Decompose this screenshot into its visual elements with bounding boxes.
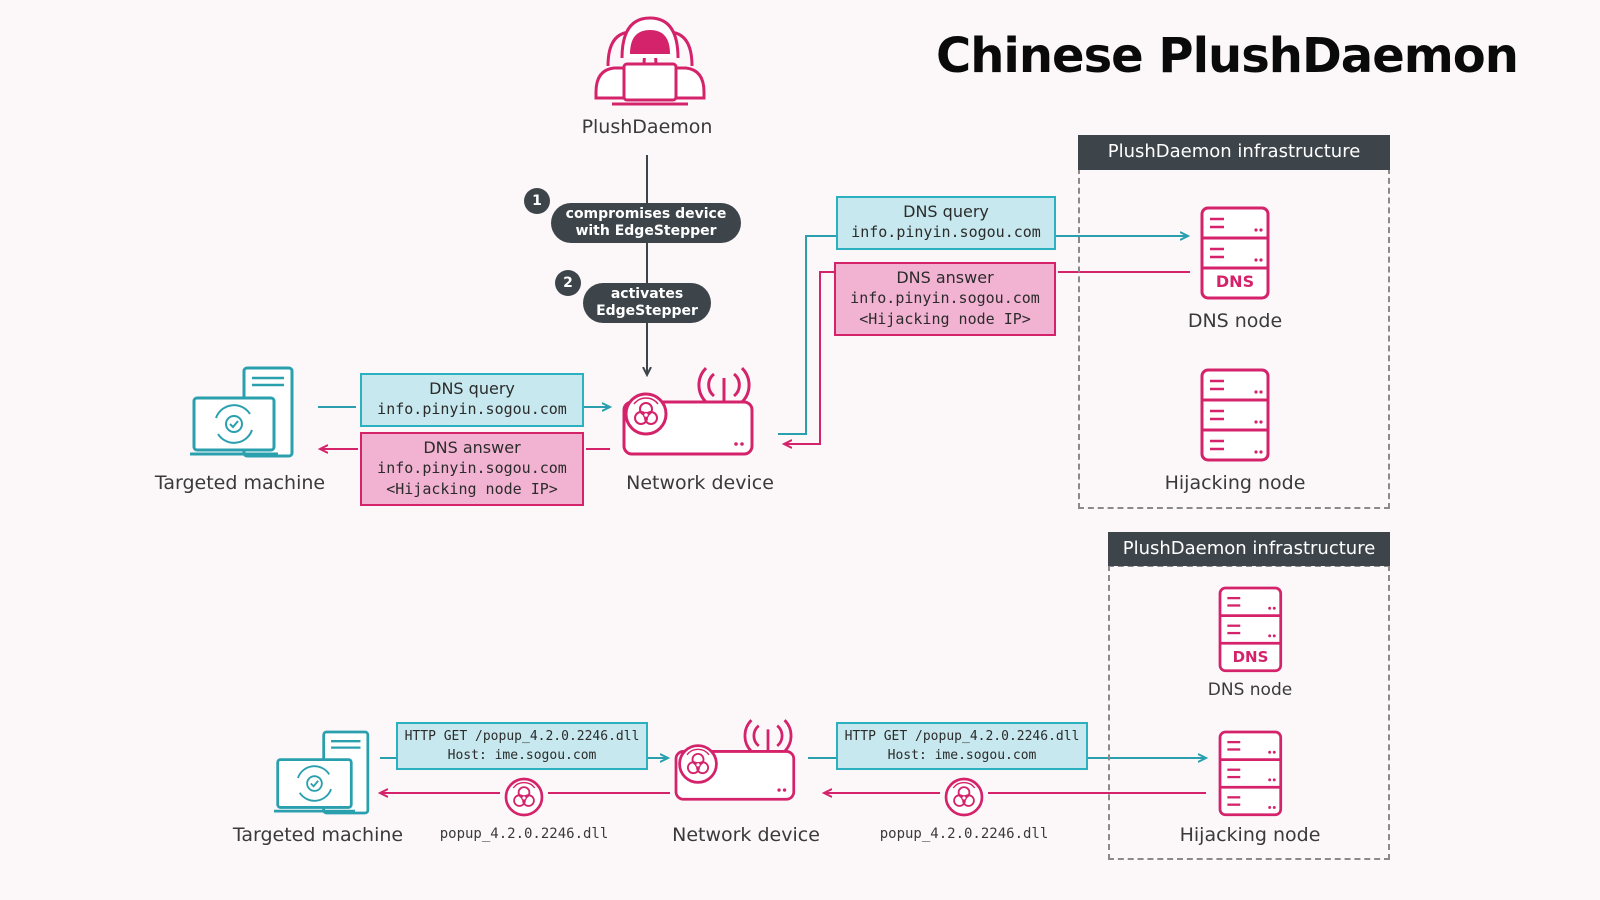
right-dns-answer-ip: <Hijacking node IP> — [859, 310, 1031, 328]
http-request-line: HTTP GET /popup_4.2.0.2246.dll — [404, 729, 640, 744]
http-host-line: Host: ime.sogou.com — [447, 748, 597, 763]
biohazard-icon — [624, 392, 668, 436]
step-2-line2: EdgeStepper — [596, 303, 698, 319]
payload-biohazard-icon — [504, 777, 544, 817]
top-right-dns-answer-box: DNS answer info.pinyin.sogou.com <Hijack… — [834, 262, 1056, 336]
step-1-line1: compromises device — [565, 206, 727, 222]
top-infrastructure-frame — [1078, 168, 1390, 509]
payload-filename: popup_4.2.0.2246.dll — [439, 826, 609, 842]
actor-label: PlushDaemon — [581, 116, 713, 138]
bottom-network-device-label: Network device — [672, 824, 820, 846]
right-dns-answer-domain: info.pinyin.sogou.com — [850, 289, 1040, 307]
bottom-biohazard-icon — [678, 744, 718, 784]
bottom-right-http-request-box: HTTP GET /popup_4.2.0.2246.dll Host: ime… — [836, 722, 1088, 770]
top-dns-answer-box: DNS answer info.pinyin.sogou.com <Hijack… — [360, 432, 584, 506]
right-dns-query-domain: info.pinyin.sogou.com — [851, 223, 1041, 241]
step-1-badge: 1 — [524, 188, 550, 214]
top-right-query-line — [778, 235, 836, 435]
bottom-dns-badge: DNS — [1232, 648, 1269, 666]
hijacking-node-label: Hijacking node — [1164, 472, 1306, 494]
targeted-machine-label: Targeted machine — [154, 472, 326, 494]
page-title: Chinese PlushDaemon — [936, 28, 1519, 84]
bottom-targeted-machine-label: Targeted machine — [232, 824, 404, 846]
dns-answer-domain: info.pinyin.sogou.com — [377, 459, 567, 477]
step-2-line1: activates — [610, 286, 684, 302]
dns-badge: DNS — [1215, 272, 1255, 291]
top-right-answer-arrow — [784, 271, 834, 444]
right-dns-answer-title: DNS answer — [896, 268, 994, 287]
right-http-host-line: Host: ime.sogou.com — [887, 748, 1037, 763]
dns-query-domain: info.pinyin.sogou.com — [377, 400, 567, 418]
dns-answer-ip: <Hijacking node IP> — [386, 480, 558, 498]
dns-query-title: DNS query — [429, 379, 515, 398]
network-device-label: Network device — [626, 472, 774, 494]
bottom-dns-node-label: DNS node — [1207, 680, 1293, 700]
step-1-pill: compromises device with EdgeStepper — [551, 203, 741, 243]
hacker-group-icon — [594, 16, 706, 106]
payload-biohazard-icon-right — [944, 777, 984, 817]
payload-filename-right: popup_4.2.0.2246.dll — [879, 826, 1049, 842]
bottom-http-request-box: HTTP GET /popup_4.2.0.2246.dll Host: ime… — [396, 722, 648, 770]
right-http-request-line: HTTP GET /popup_4.2.0.2246.dll — [844, 729, 1080, 744]
step-1-line2: with EdgeStepper — [575, 223, 717, 239]
top-right-dns-query-box: DNS query info.pinyin.sogou.com — [836, 196, 1056, 250]
bottom-infrastructure-header: PlushDaemon infrastructure — [1108, 532, 1390, 566]
bottom-infrastructure-frame — [1108, 565, 1390, 860]
targeted-machine-icon — [188, 366, 294, 458]
dns-answer-title: DNS answer — [423, 438, 521, 457]
right-dns-query-title: DNS query — [903, 202, 989, 221]
step-2-pill: activates EdgeStepper — [583, 283, 711, 323]
dns-node-label: DNS node — [1187, 310, 1283, 332]
top-dns-query-box: DNS query info.pinyin.sogou.com — [360, 373, 584, 427]
bottom-targeted-machine-icon — [272, 730, 370, 815]
step-2-badge: 2 — [555, 270, 581, 296]
bottom-hijacking-node-label: Hijacking node — [1179, 824, 1321, 846]
top-infrastructure-header: PlushDaemon infrastructure — [1078, 135, 1390, 170]
